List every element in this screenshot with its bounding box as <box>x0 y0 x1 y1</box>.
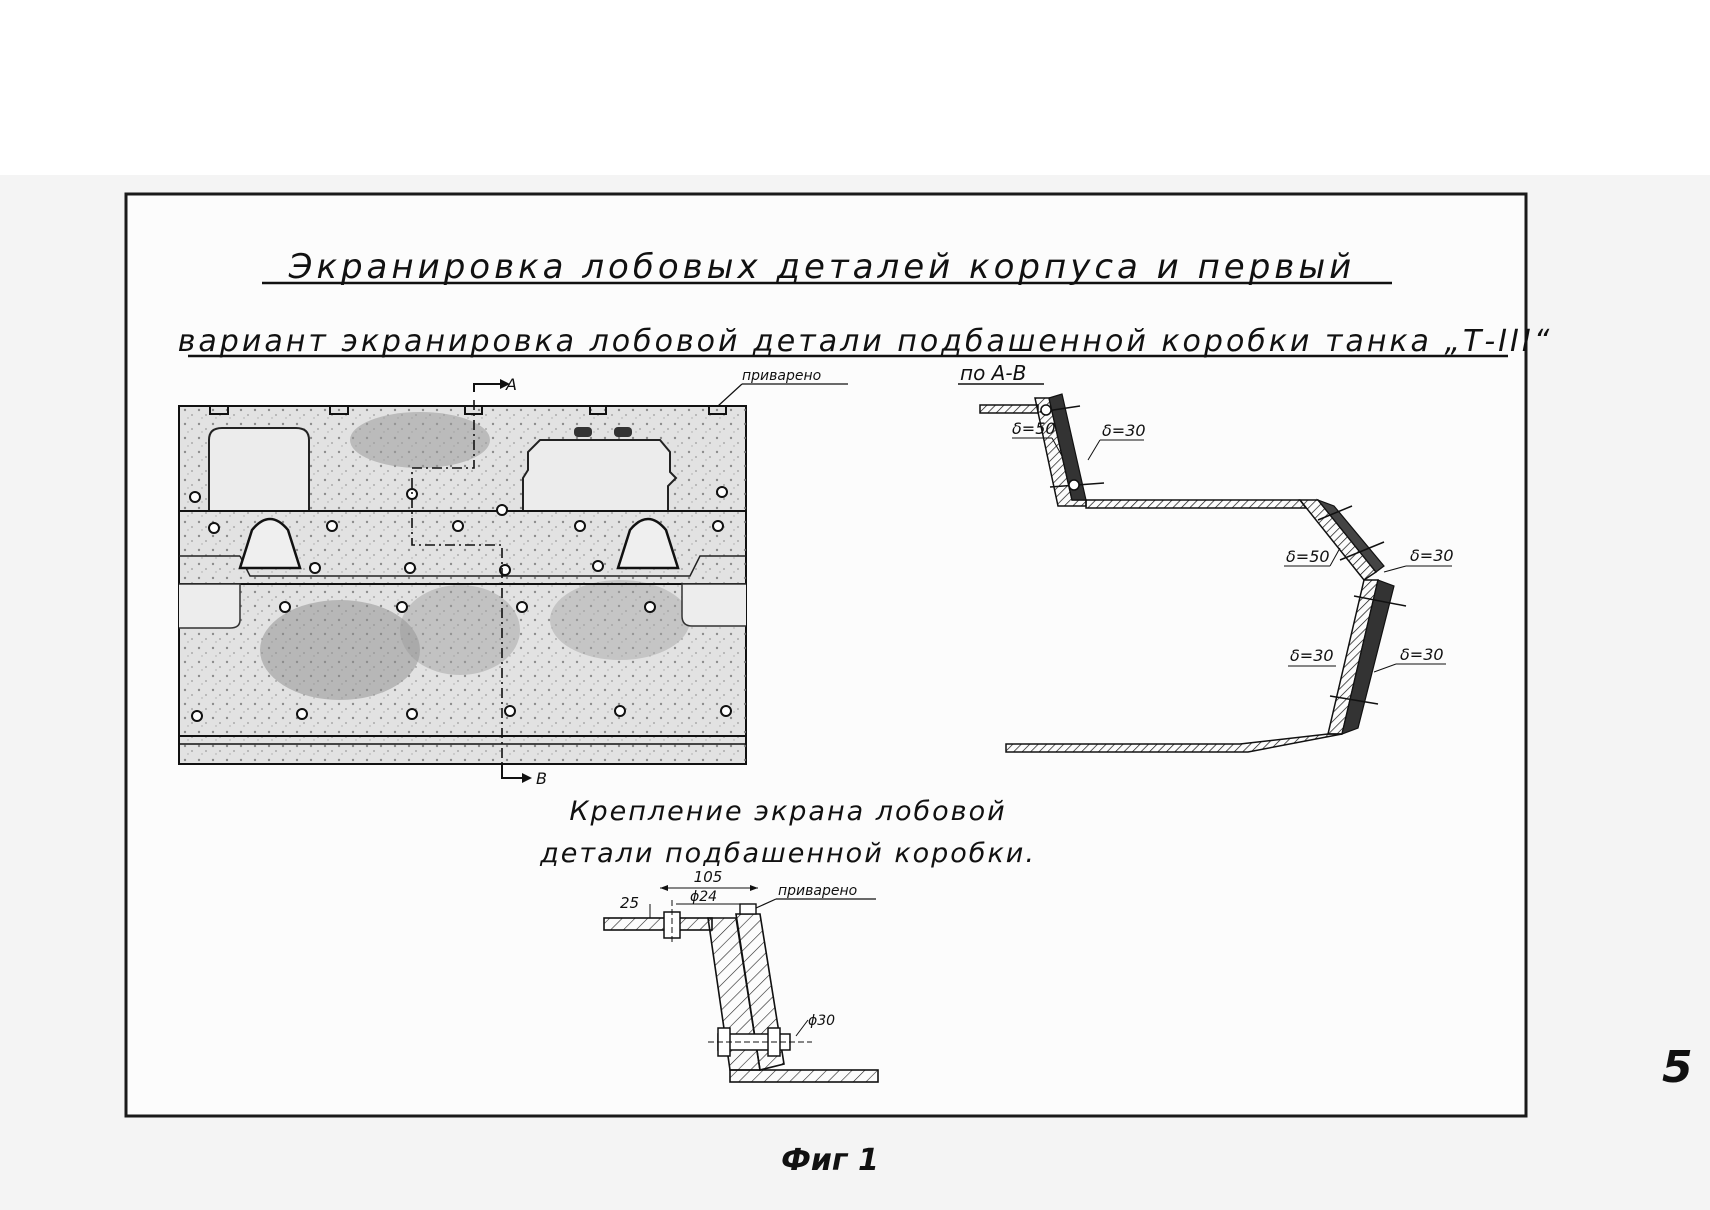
bolt-axis <box>1329 695 1379 705</box>
hatch-opening-right <box>522 439 678 511</box>
page-mark: 5 <box>1662 1042 1693 1093</box>
section-line <box>411 400 503 764</box>
vision-slot <box>574 427 592 437</box>
section-arrow-b-head <box>522 773 532 783</box>
thickness-label: δ=30 <box>1102 421 1146 440</box>
mount-bolt-top <box>663 911 681 939</box>
section-view: по А-В δ=50 <box>958 361 1454 753</box>
plate-side-cutout <box>681 583 746 627</box>
mount-bottom-plate <box>729 1069 879 1083</box>
thickness-label: δ=30 <box>1400 645 1444 664</box>
bolt-axis <box>1353 595 1407 607</box>
thickness-label: δ=50 <box>1012 419 1056 438</box>
welded-leader-mount <box>755 898 777 909</box>
bolt <box>309 562 321 574</box>
dimension-arrow <box>750 885 758 891</box>
lifting-eye-right <box>616 517 680 570</box>
section-arrow-b <box>501 764 522 779</box>
bolt <box>720 705 732 717</box>
wear-patch <box>350 412 490 468</box>
thickness-label: δ=50 <box>1286 547 1330 566</box>
weld-bead <box>739 903 757 915</box>
bolt <box>496 504 508 516</box>
section-label-b: B <box>536 769 547 788</box>
section-view-title: по А-В <box>960 361 1026 385</box>
welded-label-plan: приварено <box>742 368 821 384</box>
section-arrow-a <box>473 383 500 392</box>
wear-patch <box>400 585 520 675</box>
title-line-1: Экранировка лобовых деталей корпуса и пе… <box>288 247 1356 287</box>
dimension-line <box>795 1019 809 1037</box>
bolt <box>404 562 416 574</box>
plan-view: A B приварено <box>178 368 848 788</box>
bolt <box>326 520 338 532</box>
dimension-arrow <box>660 885 668 891</box>
bolt <box>296 708 308 720</box>
title-line-2: вариант экранировка лобовой детали подба… <box>178 324 1553 359</box>
belly-plate <box>1005 733 1343 753</box>
top-margin <box>0 0 1710 175</box>
bolt-pattern <box>189 486 732 722</box>
bolt <box>191 710 203 722</box>
mount-detail: Крепление экрана лобовой детали подбашен… <box>539 796 1036 1083</box>
thickness-leader <box>1087 439 1101 461</box>
bolt <box>712 520 724 532</box>
hatch-opening-left <box>208 427 310 511</box>
welded-leader-plan <box>717 383 743 407</box>
bolt-head <box>1068 479 1080 491</box>
section-label-a: A <box>505 375 517 394</box>
welded-label-mount: приварено <box>778 883 857 899</box>
wear-patch <box>260 600 420 700</box>
dim-phi24: ϕ24 <box>690 889 717 905</box>
thickness-leader <box>1373 663 1397 673</box>
dim-25: 25 <box>620 894 639 912</box>
section-arrow-a-head <box>500 379 510 389</box>
thickness-label: δ=30 <box>1410 546 1454 565</box>
bolt <box>644 601 656 613</box>
bolt <box>716 486 728 498</box>
vision-slot <box>614 427 632 437</box>
thickness-leader <box>1051 437 1063 457</box>
bolt <box>396 601 408 613</box>
bolt <box>279 601 291 613</box>
bolt <box>516 601 528 613</box>
bolt <box>504 705 516 717</box>
bolt-axis <box>1339 541 1385 561</box>
bolt <box>208 522 220 534</box>
bolt-axis <box>1317 505 1353 521</box>
thickness-leader <box>1383 565 1407 573</box>
dim-phi30: ϕ30 <box>808 1013 835 1029</box>
thickness-leader <box>1329 547 1341 567</box>
bolt <box>189 491 201 503</box>
mount-top-plate <box>603 917 713 931</box>
plate-seam <box>239 555 746 577</box>
screen-plate-lower <box>1341 579 1395 735</box>
bolt <box>574 520 586 532</box>
bolt <box>406 708 418 720</box>
plate-side-cutout <box>179 583 241 629</box>
bolt <box>452 520 464 532</box>
wear-patch <box>550 580 690 660</box>
thickness-label: δ=30 <box>1290 646 1334 665</box>
upper-plate <box>979 404 1039 414</box>
hull-roof <box>1085 499 1308 509</box>
bolt-head <box>1040 404 1052 416</box>
screen-plate-glacis <box>1316 498 1385 573</box>
mount-caption-line-1: Крепление экрана лобовой <box>569 796 1006 827</box>
figure-label: Фиг 1 <box>781 1143 879 1178</box>
mount-caption-line-2: детали подбашенной коробки. <box>539 838 1036 869</box>
lifting-eye-left <box>238 517 302 570</box>
dim-105: 105 <box>694 868 723 886</box>
bolt <box>614 705 626 717</box>
bolt <box>592 560 604 572</box>
